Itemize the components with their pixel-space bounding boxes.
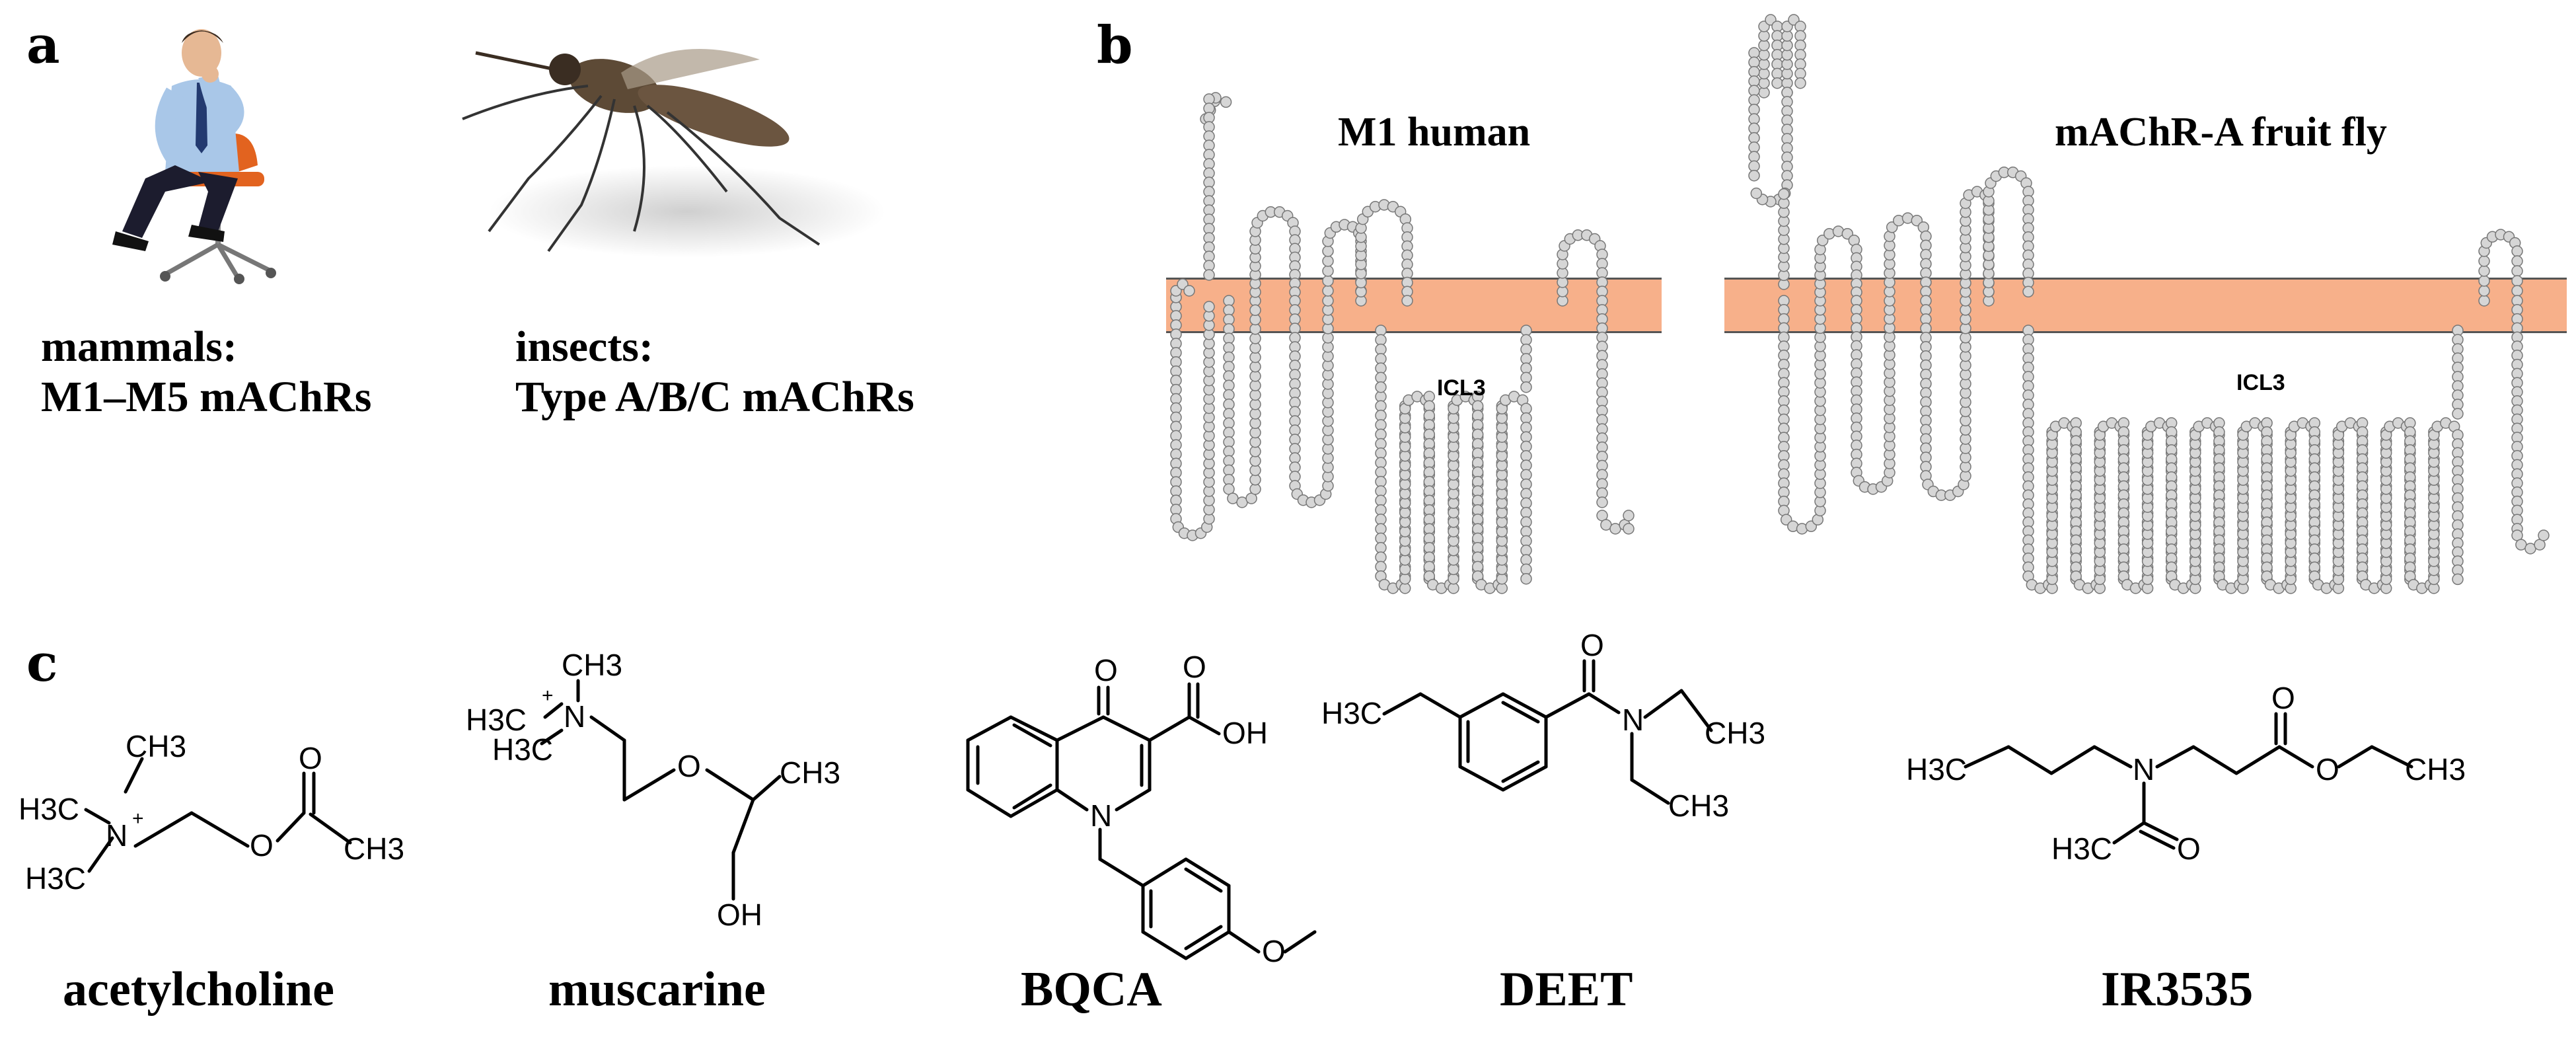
membrane-human <box>1166 278 1662 333</box>
musc-n: N <box>564 699 585 734</box>
deet-o: O <box>1580 628 1604 662</box>
bqca-oh: OH <box>1222 716 1268 750</box>
musc-h3c-2: H3C <box>492 732 553 767</box>
businessman-photo <box>112 29 276 284</box>
residue <box>1401 295 1413 307</box>
residue <box>1750 187 1763 200</box>
icl3-label-fly: ICL3 <box>2236 370 2285 395</box>
musc-plus: + <box>542 685 554 707</box>
residue <box>2022 286 2034 298</box>
residue <box>1520 381 1532 393</box>
residue <box>1623 523 1635 535</box>
molecule-name-deet: DEET <box>1500 962 1633 1017</box>
residue <box>1778 188 1790 200</box>
residue <box>1203 269 1215 281</box>
deet-h3c: H3C <box>1321 696 1382 730</box>
atom-labels: CH3 H3C H3C N + O O CH3 CH3 + N H3C H3C … <box>18 628 2466 968</box>
residue <box>2452 573 2464 586</box>
residue <box>1183 285 1195 297</box>
panel-letter-b: b <box>1097 15 1133 75</box>
residue <box>1375 381 1387 393</box>
receptor-title-human: M1 human <box>1338 110 1531 155</box>
bqca-o-top: O <box>1094 653 1118 687</box>
insect-caption-line1: insects: <box>515 323 653 371</box>
ir-o-amide: O <box>2177 831 2201 866</box>
bond-lines <box>84 659 2413 960</box>
ach-ch3-right: CH3 <box>344 831 404 866</box>
membrane-fly <box>1724 278 2567 333</box>
residue <box>1748 169 1760 182</box>
insect-caption-line2: Type A/B/C mAChRs <box>515 372 914 421</box>
residue <box>1520 572 1532 585</box>
residue <box>1623 510 1635 521</box>
molecule-name-ir3535: IR3535 <box>2101 962 2254 1017</box>
molecule-name-muscarine: muscarine <box>548 962 766 1017</box>
panel-letter-a: a <box>26 15 60 75</box>
icl3-label-human: ICL3 <box>1437 375 1486 401</box>
deet-n: N <box>1622 703 1644 737</box>
ach-ch3-top: CH3 <box>126 729 186 763</box>
musc-o: O <box>677 749 701 783</box>
insect-caption: insects: Type A/B/C mAChRs <box>515 322 914 422</box>
receptor-title-fly: mAChR-A fruit fly <box>2055 110 2387 155</box>
mosquito-photo <box>462 49 885 258</box>
molecule-name-bqca: BQCA <box>1021 962 1162 1017</box>
musc-ch3-right: CH3 <box>780 755 840 790</box>
mammal-caption: mammals: M1–M5 mAChRs <box>41 322 371 422</box>
mammal-caption-line2: M1–M5 mAChRs <box>41 372 372 421</box>
residue <box>1249 304 1261 317</box>
ir-o-top: O <box>2271 681 2295 715</box>
panel-letter-c: c <box>26 633 58 693</box>
molecule-name-acetylcholine: acetylcholine <box>63 962 335 1017</box>
residue <box>1596 496 1608 508</box>
ach-n: N <box>106 818 128 853</box>
ir-n: N <box>2133 752 2154 787</box>
ach-o: O <box>250 828 274 863</box>
residue <box>1220 96 1232 108</box>
deet-ch3-1: CH3 <box>1705 716 1765 750</box>
musc-ch3-top: CH3 <box>562 648 622 682</box>
ir-o-ester: O <box>2316 752 2339 787</box>
musc-oh: OH <box>717 898 762 932</box>
residue <box>1794 77 1806 89</box>
ir-h3c-left: H3C <box>1906 752 1967 787</box>
bqca-o-ether: O <box>1262 934 1286 968</box>
bqca-n: N <box>1090 798 1112 833</box>
mammal-caption-line1: mammals: <box>41 323 237 371</box>
residue <box>2538 529 2550 541</box>
ach-h3c-left: H3C <box>18 792 79 826</box>
bqca-o-acid: O <box>1183 650 1206 684</box>
musc-h3c-1: H3C <box>466 703 527 737</box>
ir-ch3-right: CH3 <box>2405 752 2466 787</box>
deet-ch3-2: CH3 <box>1668 789 1729 823</box>
residue <box>1203 301 1215 313</box>
residue <box>2452 408 2464 420</box>
ir-h3c-bottom: H3C <box>2051 831 2112 866</box>
ach-h3c-bottom: H3C <box>25 861 86 896</box>
ach-o-top: O <box>299 741 322 775</box>
ach-plus: + <box>132 808 144 829</box>
